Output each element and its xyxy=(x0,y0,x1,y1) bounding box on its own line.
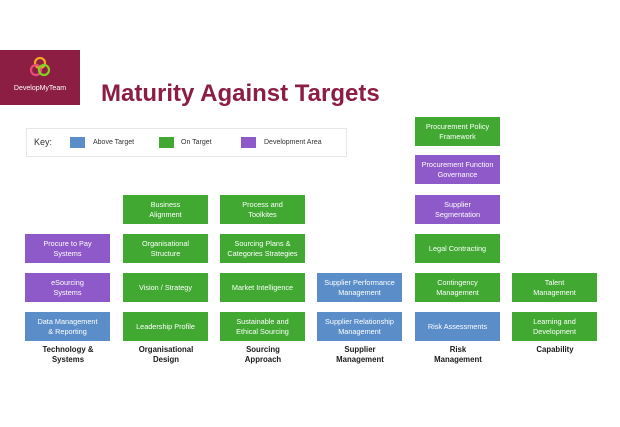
above-target-legend-label: Above Target xyxy=(93,139,135,146)
maturity-box-vision-strategy: Vision / Strategy xyxy=(123,273,208,302)
maturity-box-data-management-reporting: Data Management & Reporting xyxy=(25,312,110,341)
on-target-legend-label: On Target xyxy=(181,139,212,146)
maturity-box-legal-contracting: Legal Contracting xyxy=(415,234,500,263)
logo-text: DevelopMyTeam xyxy=(13,85,67,92)
column-label-sourcing-approach: Sourcing Approach xyxy=(244,345,282,365)
maturity-box-contingency-management: Contingency Management xyxy=(415,273,500,302)
column-label-supplier-management: Supplier Management xyxy=(336,345,384,365)
on-target-swatch xyxy=(159,137,174,148)
maturity-box-procurement-function-governance: Procurement Function Governance xyxy=(415,155,500,184)
maturity-box-talent-management: Talent Management xyxy=(512,273,597,302)
maturity-box-procurement-policy-framework: Procurement Policy Framework xyxy=(415,117,500,146)
page-title: Maturity Against Targets xyxy=(101,80,380,107)
column-label-capability: Capability xyxy=(536,345,574,354)
development-area-legend-label: Development Area xyxy=(264,139,322,146)
maturity-box-sustainable-and-ethical-sourcing: Sustainable and Ethical Sourcing xyxy=(220,312,305,341)
key-label: Key: xyxy=(34,137,53,147)
column-label-organisational-design: Organisational Design xyxy=(138,345,194,365)
maturity-box-market-intelligence: Market Intelligence xyxy=(220,273,305,302)
maturity-box-supplier-segmentation: Supplier Segmentation xyxy=(415,195,500,224)
maturity-box-process-and-toolkites: Process and Toolkites xyxy=(220,195,305,224)
maturity-box-supplier-performance-management: Supplier Performance Management xyxy=(317,273,402,302)
maturity-box-supplier-relationship-management: Supplier Relationship Management xyxy=(317,312,402,341)
logo-knot-icon xyxy=(29,56,51,77)
maturity-box-risk-assessments: Risk Assessments xyxy=(415,312,500,341)
maturity-box-organisational-structure: Organisational Structure xyxy=(123,234,208,263)
maturity-box-learning-and-development: Learning and Development xyxy=(512,312,597,341)
maturity-box-sourcing-plans-categories-strategies: Sourcing Plans & Categories Strategies xyxy=(220,234,305,263)
column-label-risk-management: Risk Management xyxy=(434,345,482,365)
maturity-box-esourcing-systems: eSourcing Systems xyxy=(25,273,110,302)
maturity-box-procure-to-pay-systems: Procure to Pay Systems xyxy=(25,234,110,263)
maturity-box-leadership-profile: Leadership Profile xyxy=(123,312,208,341)
development-area-swatch xyxy=(241,137,256,148)
developmyteam-logo: DevelopMyTeam xyxy=(0,50,80,105)
maturity-box-business-alignment: Business Alignment xyxy=(123,195,208,224)
above-target-swatch xyxy=(70,137,85,148)
column-label-technology-systems: Technology & Systems xyxy=(42,345,94,365)
key-legend: Key: Above Target On Target Development … xyxy=(26,128,347,157)
